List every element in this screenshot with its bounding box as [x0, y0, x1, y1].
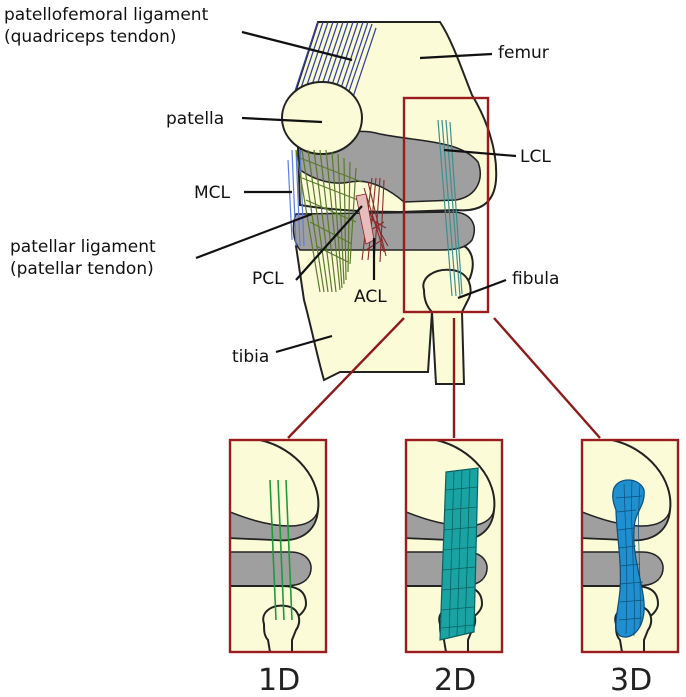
label-fibula: fibula [512, 269, 559, 289]
label-2d: 2D [434, 663, 476, 697]
labels: patellofemoral ligament (quadriceps tend… [4, 5, 559, 367]
mcl-ligament [287, 149, 305, 247]
leader-fibula [457, 278, 507, 300]
label-patellofemoral-2: (quadriceps tendon) [4, 27, 176, 47]
model-1d-lines [269, 479, 293, 621]
leader-pcl [295, 205, 363, 281]
zoom-connectors [287, 317, 601, 439]
label-patellar-2: (patellar tendon) [10, 259, 154, 279]
femoral-cartilage [299, 130, 481, 203]
connector-1d [287, 317, 405, 439]
model-2d-sheet [439, 467, 479, 641]
model-3d-mesh [612, 479, 645, 638]
label-patellar-1: patellar ligament [10, 237, 156, 257]
label-lcl: LCL [520, 147, 551, 167]
patella-bone [281, 81, 363, 155]
label-pcl: PCL [252, 269, 284, 289]
label-acl: ACL [354, 287, 387, 307]
model-panel-1d: 1D [228, 438, 328, 697]
frame-2d [404, 438, 504, 654]
leader-lines [195, 30, 517, 354]
leader-patellofemoral [241, 30, 353, 62]
label-tibia: tibia [232, 347, 269, 367]
patellar-tendon [295, 149, 363, 293]
leader-lcl [443, 148, 517, 158]
model-panel-3d: 3D [580, 438, 680, 697]
leader-patellar [195, 212, 313, 260]
frame-1d [228, 438, 328, 654]
frame-3d [580, 438, 680, 654]
lcl-zoom-frame [402, 96, 490, 314]
leader-femur [419, 52, 493, 60]
model-panel-2d: 2D [404, 438, 504, 697]
label-femur: femur [498, 43, 549, 63]
label-patella: patella [166, 109, 224, 129]
label-3d: 3D [610, 663, 652, 697]
leader-patella [241, 116, 323, 124]
connector-3d [493, 317, 601, 439]
knee-anatomy [281, 21, 498, 385]
label-mcl: MCL [194, 183, 231, 203]
label-patellofemoral-1: patellofemoral ligament [4, 5, 209, 25]
label-1d: 1D [258, 663, 300, 697]
leader-tibia [275, 334, 333, 354]
